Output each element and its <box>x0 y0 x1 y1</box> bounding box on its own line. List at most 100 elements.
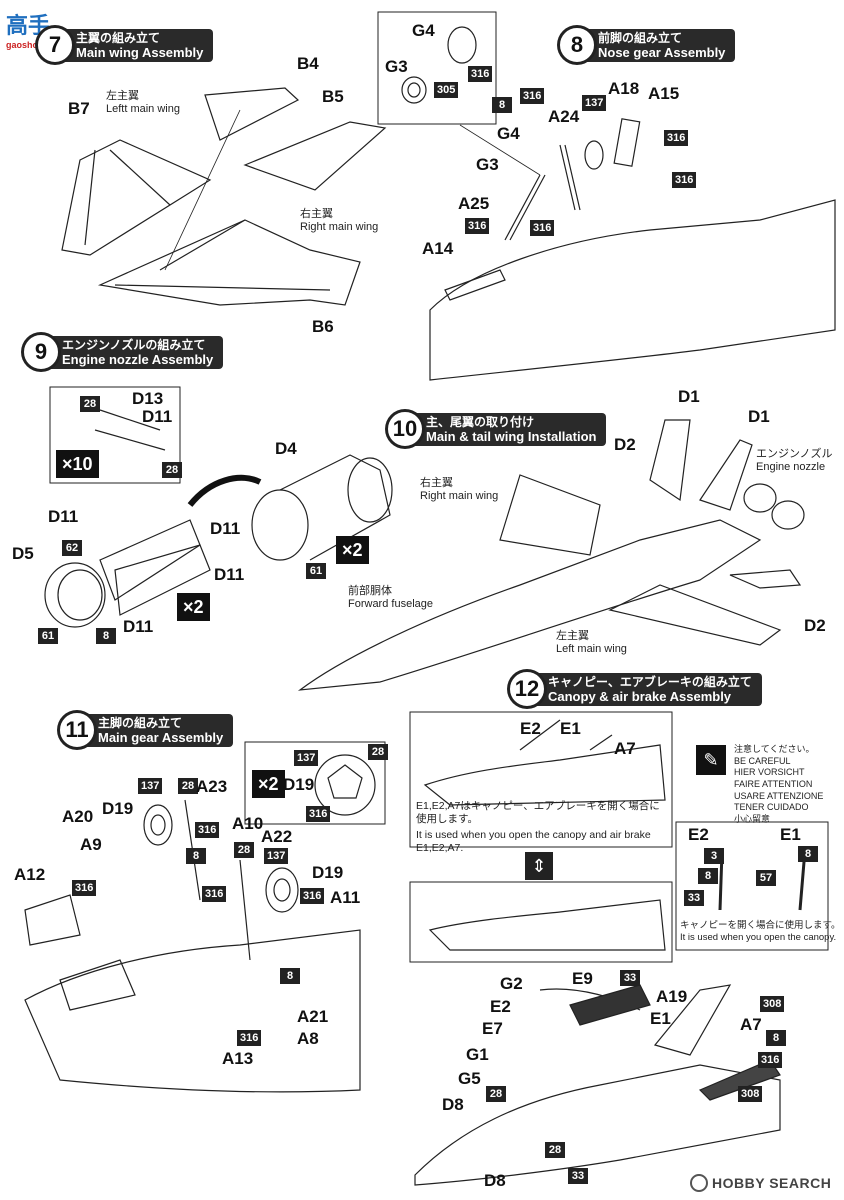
part-d8: D8 <box>484 1171 506 1190</box>
hobby-search-watermark: HOBBY SEARCH <box>690 1174 831 1192</box>
g-inset-box <box>377 11 497 125</box>
part-d11: D11 <box>48 507 79 526</box>
paint-8: 8 <box>96 628 116 644</box>
part-a19: A19 <box>656 987 688 1006</box>
step-title-jp: 主翼の組み立て <box>76 30 161 45</box>
part-e2-tip: E2 <box>688 825 709 844</box>
part-g5: G5 <box>458 1069 481 1088</box>
part-b7: B7 <box>68 99 90 118</box>
paint-316: 316 <box>300 888 325 904</box>
main-gear-fuselage <box>24 929 361 1093</box>
paint-28: 28 <box>80 396 100 412</box>
step-10-header: 10 主、尾翼の取り付け Main & tail wing Installati… <box>388 412 607 446</box>
step-title-jp: 主脚の組み立て <box>98 715 183 730</box>
caption-jp: 右主翼 <box>420 477 453 489</box>
part-a8: A8 <box>297 1029 319 1048</box>
paint-28: 28 <box>162 462 182 478</box>
caption-en: Right main wing <box>420 490 499 503</box>
paint-316: 316 <box>530 220 555 236</box>
caption-en: Forward fuselage <box>348 598 433 611</box>
part-e9: E9 <box>572 969 593 988</box>
paint-33: 33 <box>568 1168 588 1184</box>
part-d19: D19 <box>312 863 344 882</box>
part-a11: A11 <box>330 888 361 907</box>
part-a24: A24 <box>548 107 580 126</box>
paint-3: 3 <box>704 848 724 864</box>
canopy-note: E1,E2,A7はキャノピー、エアブレーキを開く場合に使用します。 It is … <box>416 800 668 856</box>
paint-316: 316 <box>468 66 493 82</box>
caution-cn: 小心留意 <box>734 814 771 825</box>
part-d4: D4 <box>275 439 297 458</box>
part-d19-inset: D19 <box>283 775 315 794</box>
paint-316: 316 <box>672 172 697 188</box>
d13-inset-box <box>49 386 181 484</box>
paint-28: 28 <box>486 1086 506 1102</box>
part-a20: A20 <box>62 807 94 826</box>
step-title-en: Main & tail wing Installation <box>426 428 597 444</box>
caption-jp: 左主翼 <box>556 630 589 642</box>
step-9-header: 9 エンジンノズルの組み立て Engine nozzle Assembly <box>24 335 224 369</box>
e9-airbrake <box>569 984 651 1026</box>
caution-line: USARE ATTENZIONE <box>734 790 824 801</box>
step-title-box: 主、尾翼の取り付け Main & tail wing Installation <box>404 412 607 446</box>
part-e7: E7 <box>482 1019 503 1038</box>
part-d11: D11 <box>123 617 154 636</box>
part-b5: B5 <box>322 87 344 106</box>
paint-8: 8 <box>798 846 818 862</box>
canopy-note-jp: E1,E2,A7はキャノピー、エアブレーキを開く場合に使用します。 <box>416 800 660 826</box>
step-12-header: 12 キャノピー、エアブレーキの組み立て Canopy & air brake … <box>510 672 762 706</box>
paint-316: 316 <box>72 880 97 896</box>
paint-28: 28 <box>178 778 198 794</box>
part-a14: A14 <box>422 239 454 258</box>
right-wing-caption: 右主翼 Right main wing <box>300 208 378 234</box>
paint-8: 8 <box>698 868 718 884</box>
s10-right-wing-caption: 右主翼 Right main wing <box>420 477 498 503</box>
canopy-open-jp: キャノピーを開く場合に使用します。 <box>680 920 841 931</box>
caution-list: 注意してください。 BE CAREFUL HIER VORSICHT FAIRE… <box>734 744 823 826</box>
step-title-box: 主翼の組み立て Main wing Assembly <box>54 28 214 62</box>
watermark-text: HOBBY SEARCH <box>712 1175 832 1191</box>
step-title-en: Main gear Assembly <box>98 729 224 745</box>
part-d1: D1 <box>748 407 770 426</box>
step-title-box: キャノピー、エアブレーキの組み立て Canopy & air brake Ass… <box>526 672 762 706</box>
multiplier-x10: ×10 <box>56 450 99 478</box>
part-d1: D1 <box>678 387 700 406</box>
step-title-en: Nose gear Assembly <box>598 44 726 60</box>
left-wing-caption: 左主翼 Leftt main wing <box>106 90 180 116</box>
nose-fuselage-drawing <box>429 199 836 381</box>
step-title-jp: エンジンノズルの組み立て <box>62 337 206 352</box>
caution-line: TENER CUIDADO <box>734 802 809 813</box>
part-a10: A10 <box>232 814 264 833</box>
paint-62: 62 <box>62 540 82 556</box>
part-e1: E1 <box>650 1009 671 1028</box>
part-d11: D11 <box>210 519 241 538</box>
part-a21: A21 <box>297 1007 329 1026</box>
part-d8: D8 <box>442 1095 464 1114</box>
b5-part-drawing <box>243 121 387 191</box>
part-g3-inset: G3 <box>385 57 408 76</box>
part-e1-tip: E1 <box>780 825 801 844</box>
paint-316: 316 <box>195 822 220 838</box>
s10-left-wing-caption: 左主翼 Left main wing <box>556 630 627 656</box>
paint-316: 316 <box>306 806 331 822</box>
paint-316: 316 <box>758 1052 783 1068</box>
left-wing-b7-drawing <box>61 139 212 256</box>
part-a15: A15 <box>648 84 680 103</box>
d1-tail-right <box>699 439 753 511</box>
caution-line: HIER VORSICHT <box>734 767 805 778</box>
step-number: 12 <box>510 672 544 706</box>
canopy-tip-box <box>675 821 829 951</box>
logo-sub: gaoshou.com <box>6 40 65 50</box>
b4-part-drawing <box>204 87 300 141</box>
caption-jp: エンジンノズル <box>756 448 833 460</box>
step-title-en: Engine nozzle Assembly <box>62 351 214 367</box>
part-a25: A25 <box>458 194 490 213</box>
paint-8: 8 <box>186 848 206 864</box>
step-number: 9 <box>24 335 58 369</box>
step-8-header: 8 前脚の組み立て Nose gear Assembly <box>560 28 736 62</box>
part-d2: D2 <box>614 435 636 454</box>
caution-jp: 注意してください。 <box>734 744 815 754</box>
paint-137: 137 <box>264 848 289 864</box>
paint-28: 28 <box>545 1142 565 1158</box>
paint-8: 8 <box>492 97 512 113</box>
